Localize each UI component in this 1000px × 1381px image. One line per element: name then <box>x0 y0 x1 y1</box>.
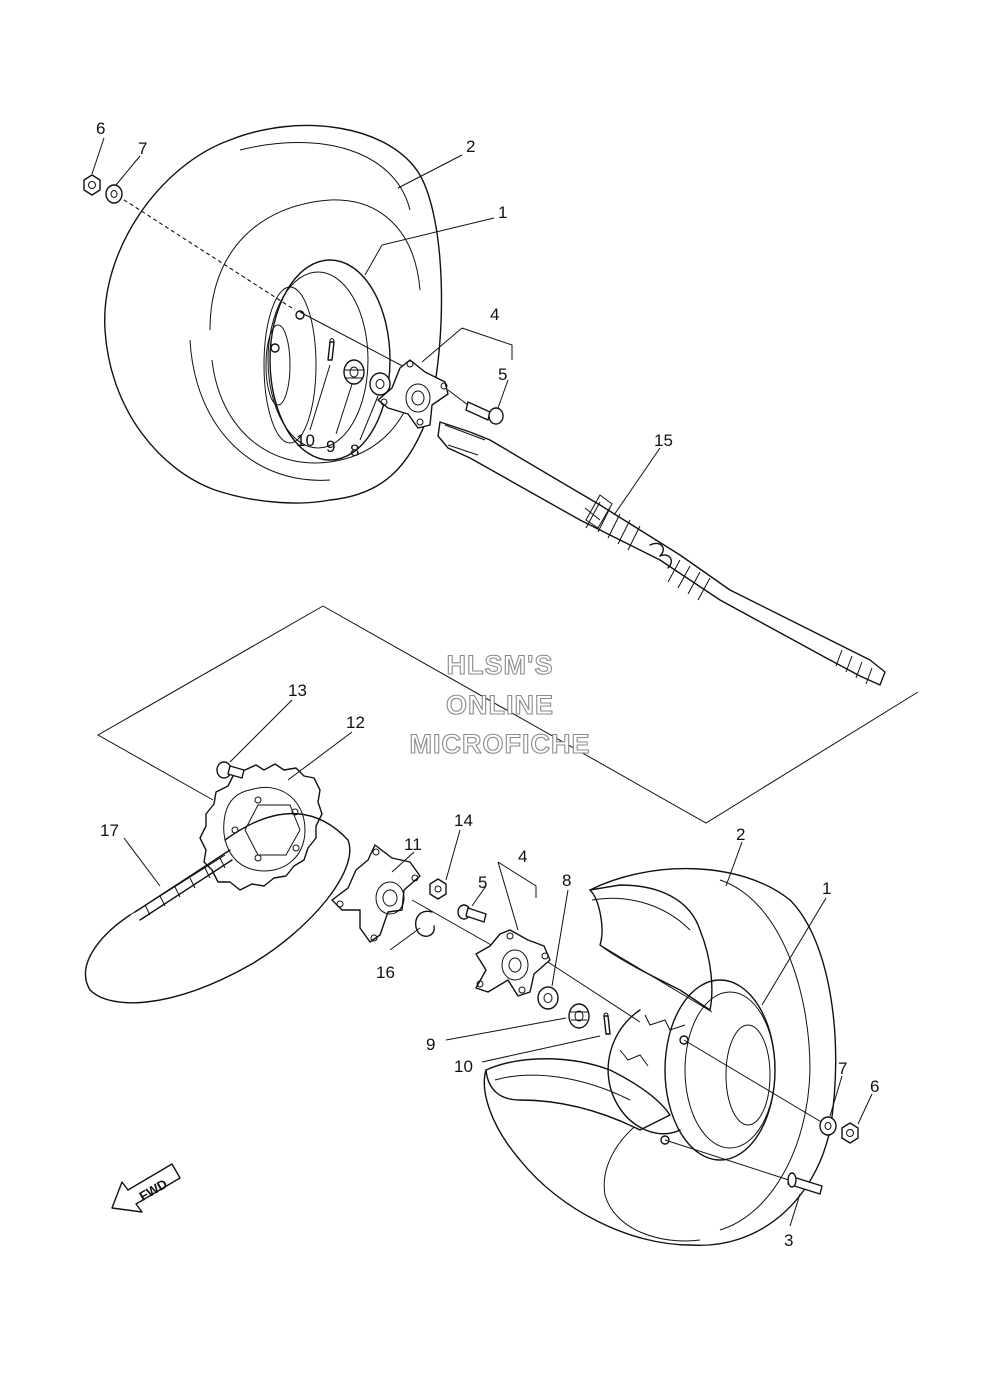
circlip-16 <box>414 910 435 937</box>
upper-wheel-centerline <box>117 195 296 311</box>
nut-6-top <box>83 174 101 196</box>
callout-17: 17 <box>100 821 119 840</box>
sprocket-hub-11 <box>331 844 421 943</box>
upper-rim <box>263 259 391 461</box>
lower-tire <box>483 867 837 1246</box>
nut-6-bottom <box>841 1122 859 1144</box>
washer-8-bottom <box>537 986 559 1010</box>
lower-rim <box>607 979 776 1161</box>
callout-5-bottom: 5 <box>478 873 487 892</box>
callout-16: 16 <box>376 963 395 982</box>
callout-9-bottom: 9 <box>426 1035 435 1054</box>
upper-assembly-line <box>299 311 411 371</box>
forward-arrow-icon: FWD <box>111 1163 181 1213</box>
hub-4-top <box>377 359 449 429</box>
sprocket-12 <box>199 763 323 891</box>
callout-2-top: 2 <box>466 137 475 156</box>
callout-3: 3 <box>784 1231 793 1250</box>
callout-9-top: 9 <box>326 437 335 456</box>
callout-14: 14 <box>454 811 473 830</box>
hub-wheel-line-bottom <box>547 961 641 1023</box>
washer-7-top <box>105 184 123 204</box>
castle-nut-9-top <box>343 359 365 385</box>
castle-nut-9-bottom <box>568 1003 590 1029</box>
upper-tire <box>104 124 443 504</box>
callout-7-top: 7 <box>138 139 147 158</box>
rear-axle-15 <box>437 421 886 686</box>
callout-8-bottom: 8 <box>562 871 571 890</box>
hub-4-bottom <box>475 929 551 997</box>
callout-4-top: 4 <box>490 305 499 324</box>
callout-labels: 6 7 2 1 4 5 15 10 9 8 13 12 17 11 14 4 5… <box>96 119 879 1250</box>
watermark-line-3: MICROFICHE <box>409 728 591 759</box>
lower-wheel-centerline <box>683 1039 829 1127</box>
bolt-5-bottom <box>457 904 487 923</box>
valve-line <box>664 1139 796 1183</box>
section-outline <box>96 605 919 824</box>
callout-1-bottom: 1 <box>822 879 831 898</box>
nut-14 <box>429 878 447 900</box>
cotter-pin-10-top <box>327 338 335 361</box>
bolt-13 <box>216 761 245 779</box>
callout-10-bottom: 10 <box>454 1057 473 1076</box>
callout-7-bottom: 7 <box>838 1059 847 1078</box>
callout-11: 11 <box>404 835 422 854</box>
watermark-line-1: HLSM'S <box>446 649 554 680</box>
callout-12: 12 <box>346 713 365 732</box>
callout-2-bottom: 2 <box>736 825 745 844</box>
callout-1-top: 1 <box>498 203 507 222</box>
bolt-5-top <box>465 401 504 425</box>
washer-8-top <box>369 372 391 396</box>
callout-5-top: 5 <box>498 365 507 384</box>
callout-10-top: 10 <box>296 431 315 450</box>
callout-8-top: 8 <box>350 441 359 460</box>
callout-15: 15 <box>654 431 673 450</box>
hub-bolt-line-top <box>447 389 469 406</box>
hub-assembly-line-bottom <box>411 899 501 951</box>
callout-6-bottom: 6 <box>870 1077 879 1096</box>
cotter-pin-10-bottom <box>603 1012 611 1035</box>
watermark-line-2: ONLINE <box>445 689 554 720</box>
tire-valve-3 <box>787 1172 823 1195</box>
drive-chain-17 <box>84 812 351 1004</box>
washer-7-bottom <box>819 1116 837 1136</box>
callout-6-top: 6 <box>96 119 105 138</box>
leader-lines <box>91 137 873 1227</box>
callout-4-bottom: 4 <box>518 847 527 866</box>
callout-13: 13 <box>288 681 307 700</box>
